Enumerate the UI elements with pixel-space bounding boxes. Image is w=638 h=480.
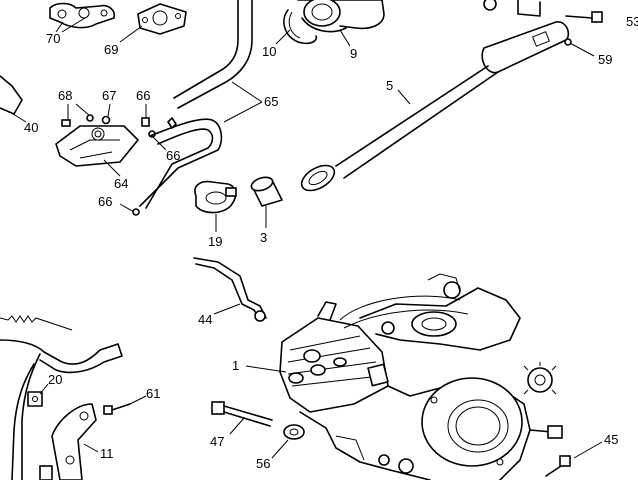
part-9-throttle-body [297, 0, 385, 33]
part-47-stud [211, 401, 273, 427]
callout-65: 65 [264, 94, 278, 109]
callout-64: 64 [114, 176, 128, 191]
part-45-bolt [545, 455, 571, 477]
callout-66-b: 66 [166, 148, 180, 163]
callout-61: 61 [146, 386, 160, 401]
callout-68: 68 [58, 88, 72, 103]
callout-53: 53 [626, 14, 638, 29]
part-61-bolt [103, 403, 131, 415]
part-64-manifold [55, 125, 139, 167]
part-20-bracket [27, 391, 43, 407]
callout-67: 67 [102, 88, 116, 103]
callout-66-c: 66 [98, 194, 112, 209]
callout-3: 3 [260, 230, 267, 245]
top-right-hardware [483, 0, 603, 23]
callout-40: 40 [24, 120, 38, 135]
intake-hose [173, 0, 253, 109]
part-5-exhaust-muffler [300, 21, 570, 192]
callout-9: 9 [350, 46, 357, 61]
part-44-kick-lever [193, 257, 267, 322]
part-19-clamp [194, 180, 237, 214]
callout-10: 10 [262, 44, 276, 59]
callout-19: 19 [208, 234, 222, 249]
part-69-flange [137, 3, 187, 35]
callout-59: 59 [598, 52, 612, 67]
callout-20: 20 [48, 372, 62, 387]
part-40-wire [0, 75, 23, 115]
callout-70: 70 [46, 31, 60, 46]
part-1-engine-block [279, 273, 563, 480]
part-70-gasket [49, 2, 116, 29]
part-3-sleeve [250, 176, 283, 207]
callout-1: 1 [232, 358, 239, 373]
callout-45: 45 [604, 432, 618, 447]
part-11-footrest-bracket [51, 403, 97, 480]
callout-44: 44 [198, 312, 212, 327]
callout-11: 11 [100, 446, 114, 461]
part-65-fuel-hoses [139, 117, 223, 209]
part-10-clamp [283, 9, 318, 45]
left-spring-and-frame [0, 315, 123, 480]
callout-5: 5 [386, 78, 393, 93]
callout-66-a: 66 [136, 88, 150, 103]
callout-69: 69 [104, 42, 118, 57]
callout-56: 56 [256, 456, 270, 471]
part-56-washer [283, 424, 305, 440]
callout-47: 47 [210, 434, 224, 449]
